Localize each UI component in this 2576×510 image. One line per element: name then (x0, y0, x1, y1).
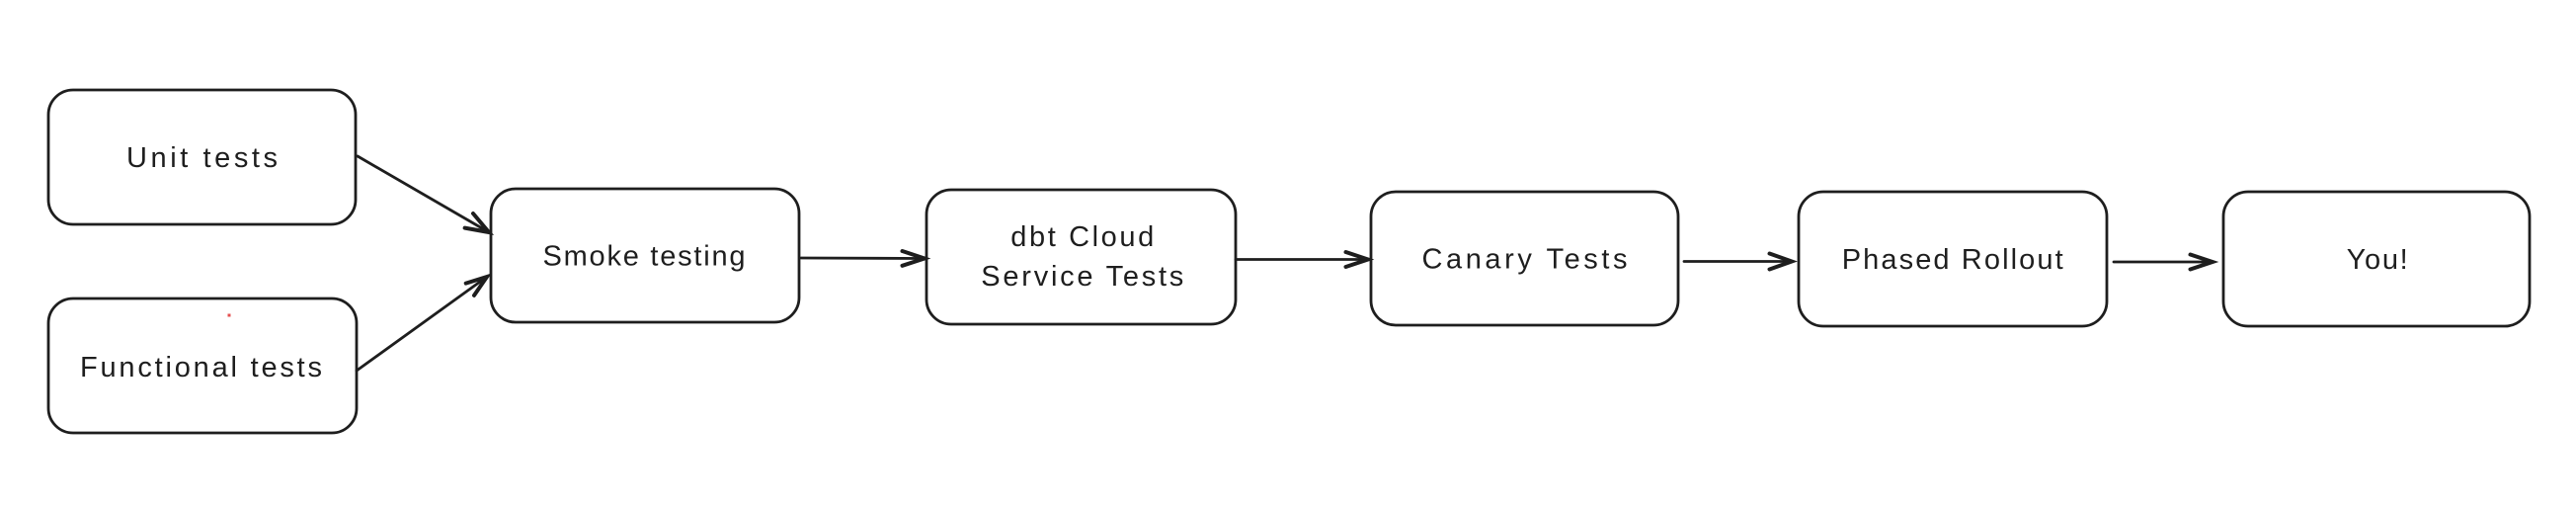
svg-text:Unit tests: Unit tests (126, 142, 278, 174)
svg-text:Canary Tests: Canary Tests (1422, 244, 1628, 276)
svg-text:Functional tests: Functional tests (80, 352, 322, 383)
svg-text:Service Tests: Service Tests (981, 261, 1183, 293)
svg-text:Smoke testing: Smoke testing (543, 241, 746, 273)
svg-text:dbt Cloud: dbt Cloud (1010, 221, 1154, 253)
svg-text:Phased Rollout: Phased Rollout (1842, 244, 2063, 276)
svg-text:You!: You! (2347, 244, 2408, 276)
